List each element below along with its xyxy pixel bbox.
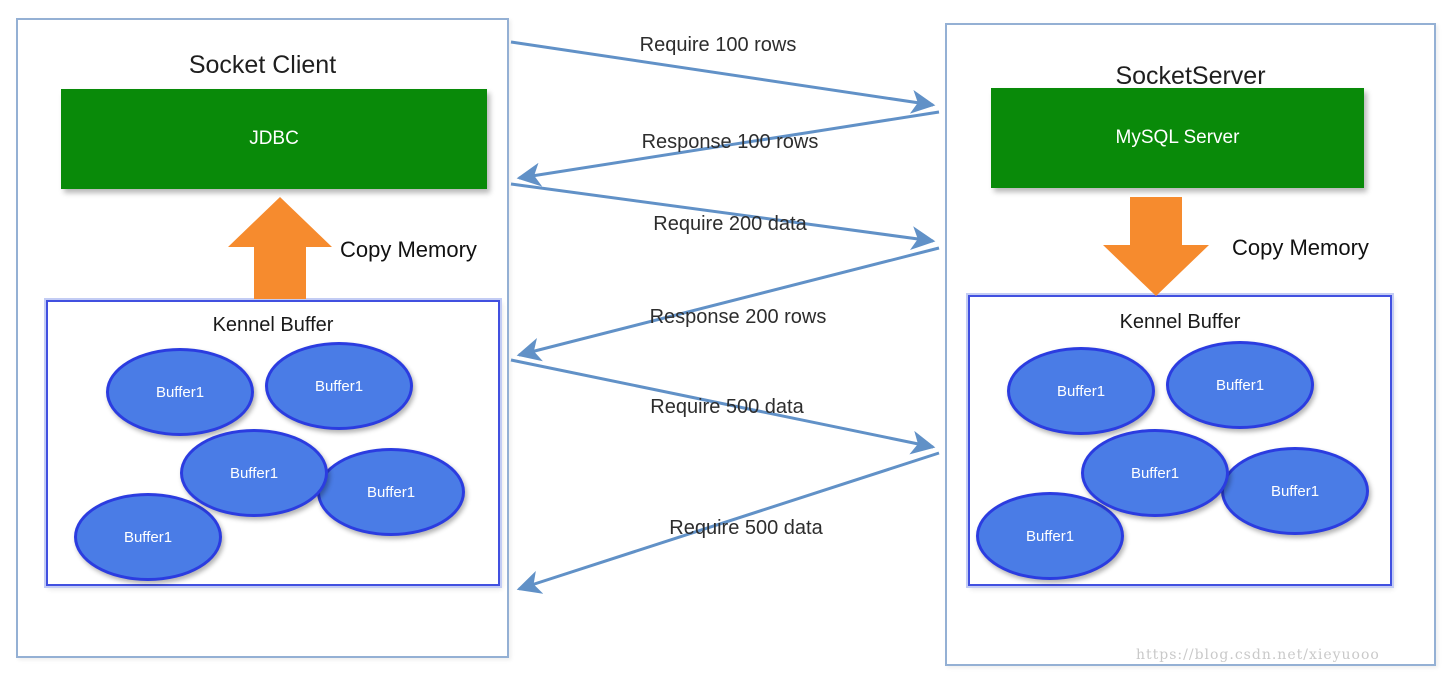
watermark: https://blog.csdn.net/xieyuooo (1136, 647, 1380, 663)
message-label: Response 200 rows (649, 306, 827, 328)
message-label: Require 100 rows (639, 34, 797, 56)
buffer-ellipse: Buffer1 (74, 493, 222, 581)
copy-memory-label-right: Copy Memory (1232, 235, 1369, 260)
message-label: Require 500 data (669, 517, 823, 539)
message-label: Response 100 rows (641, 131, 819, 153)
buffer-ellipse: Buffer1 (180, 429, 328, 517)
message-label: Require 200 data (653, 213, 807, 235)
message-label: Require 500 data (650, 396, 804, 418)
buffer-ellipse: Buffer1 (1007, 347, 1155, 435)
message-arrow (516, 246, 940, 362)
buffer-ellipse: Buffer1 (976, 492, 1124, 580)
buffer-ellipse: Buffer1 (1081, 429, 1229, 517)
buffer-ellipse: Buffer1 (106, 348, 254, 436)
socket-server-title: SocketServer (1115, 62, 1266, 90)
buffer-ellipse: Buffer1 (1166, 341, 1314, 429)
jdbc-label: JDBC (249, 128, 299, 149)
copy-memory-label-left: Copy Memory (340, 237, 477, 262)
mysql-server-box: MySQL Server (991, 88, 1364, 188)
buffer-ellipse: Buffer1 (1221, 447, 1369, 535)
socket-client-title: Socket Client (188, 51, 337, 79)
buffer-ellipse: Buffer1 (317, 448, 465, 536)
kennel-buffer-title-right: Kennel Buffer (1119, 311, 1241, 333)
kennel-buffer-title-left: Kennel Buffer (212, 314, 334, 336)
mysql-server-label: MySQL Server (1115, 127, 1240, 148)
jdbc-box: JDBC (61, 89, 487, 189)
buffer-ellipse: Buffer1 (265, 342, 413, 430)
